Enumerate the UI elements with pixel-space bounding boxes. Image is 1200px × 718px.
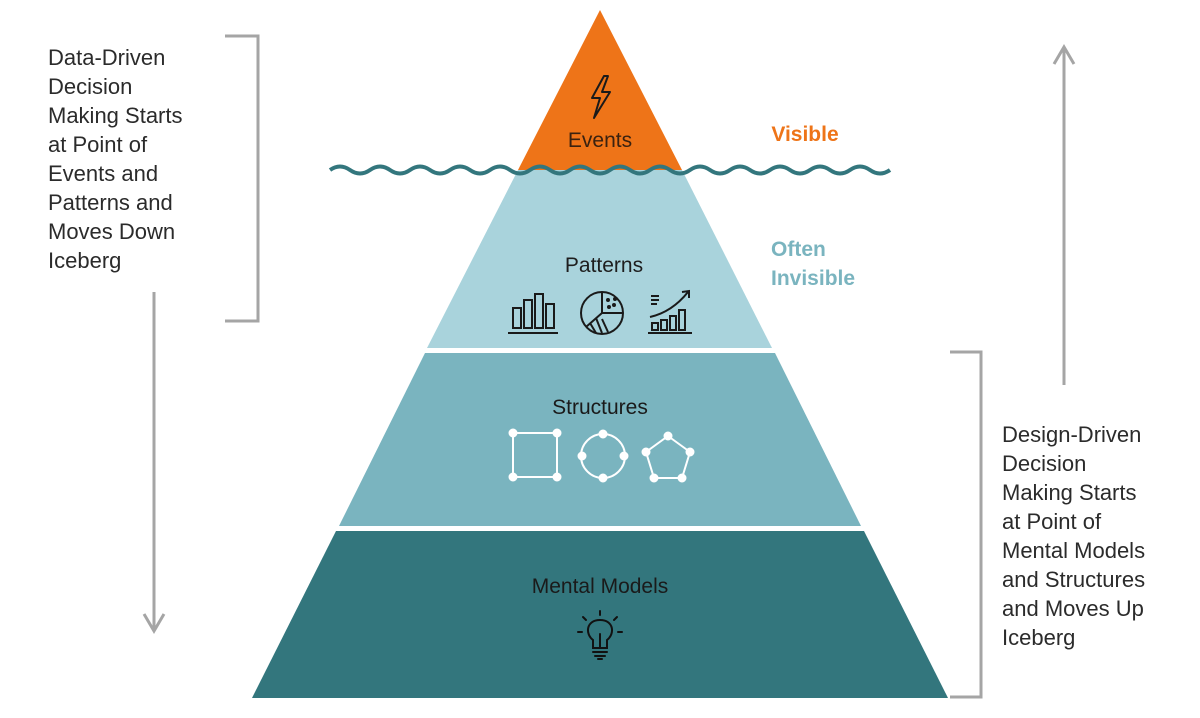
often-label: Often [771,238,826,261]
annotation-line: at Point of [1002,509,1102,534]
lightning-bolt-icon [591,75,611,119]
design-driven-annotation: Design-Driven Decision Making Starts at … [1002,420,1192,652]
pie-chart-icon [580,291,624,335]
growth-chart-icon [648,289,692,334]
annotation-line: Making Starts [48,103,183,128]
annotation-line: Design-Driven [1002,422,1142,447]
tier-patterns [427,170,772,348]
left-bracket [225,34,260,323]
square-nodes-icon [508,428,562,482]
data-driven-annotation: Data-Driven Decision Making Starts at Po… [48,43,223,275]
pentagon-nodes-icon [641,431,695,483]
waterline-wave [328,164,892,176]
light-bulb-icon [577,610,623,660]
annotation-line: Decision [48,74,133,99]
tier-events [518,10,682,170]
invisible-label: Invisible [771,267,855,290]
annotation-line: Moves Down [48,219,176,244]
annotation-line: Patterns and [48,190,173,215]
circle-nodes-icon [577,429,629,483]
annotation-line: Iceberg [48,248,122,273]
annotation-line: Decision [1002,451,1087,476]
events-label: Events [568,129,632,152]
annotation-line: Iceberg [1002,625,1076,650]
annotation-line: Making Starts [1002,480,1137,505]
annotation-line: Data-Driven [48,45,166,70]
patterns-label: Patterns [565,254,643,277]
annotation-line: Events and [48,161,159,186]
right-bracket [950,350,983,699]
mental-models-label: Mental Models [532,575,669,598]
annotation-line: and Moves Up [1002,596,1144,621]
visible-label: Visible [771,123,838,146]
annotation-line: Mental Models [1002,538,1146,563]
down-arrow-icon [142,292,166,634]
tier-structures [339,353,861,526]
up-arrow-icon [1052,44,1076,385]
annotation-line: at Point of [48,132,148,157]
annotation-line: and Structures [1002,567,1146,592]
bar-chart-icon [508,293,558,334]
structures-label: Structures [552,396,648,419]
